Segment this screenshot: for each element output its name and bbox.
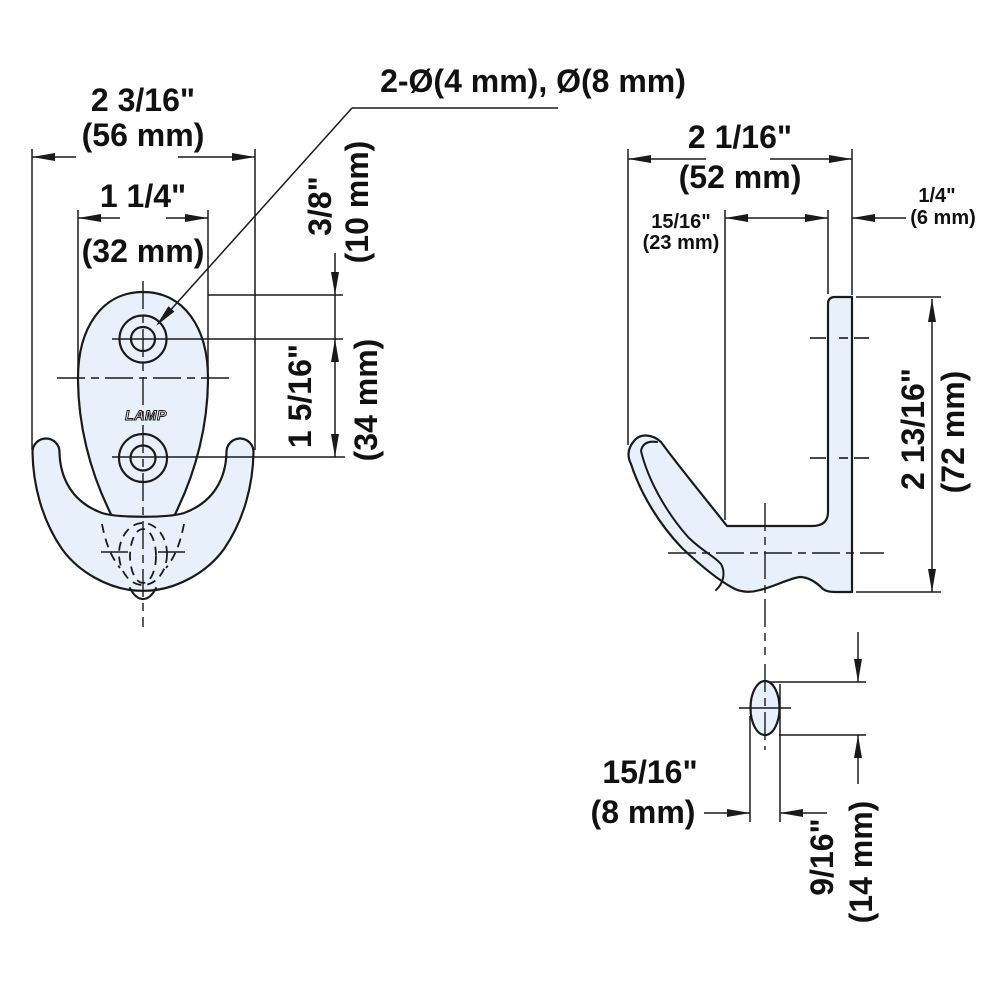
dim-hole-pitch-in: 1 5/16"	[282, 344, 318, 448]
arrowhead	[232, 153, 255, 161]
front-view: LAMP	[31, 281, 255, 627]
arrowhead	[780, 809, 803, 817]
side-profile-outline	[627, 295, 854, 594]
callout-text: 2-Ø(4 mm), Ø(8 mm)	[380, 63, 686, 99]
arrowhead	[78, 214, 101, 222]
dim-top-hole-offset-in: 3/8"	[302, 176, 338, 236]
arrowhead	[628, 155, 651, 163]
callout-leader-line	[157, 107, 353, 325]
dim-overall-depth-in: 2 1/16"	[688, 119, 792, 155]
front-hidden-plate-edge-left	[101, 523, 121, 569]
front-hook-band	[31, 437, 255, 592]
dim-overall-width-in: 2 3/16"	[91, 82, 195, 118]
arrowhead	[852, 214, 875, 222]
dim-tip-depth-in: 9/16"	[804, 818, 840, 895]
arrowhead	[854, 659, 862, 682]
dim-tip-width-mm: (8 mm)	[591, 794, 696, 830]
dim-hook-depth-mm: (23 mm)	[643, 232, 720, 254]
arrowhead	[725, 214, 748, 222]
dim-plate-width-in: 1 1/4"	[100, 178, 186, 214]
dim-hook-depth-in: 15/16"	[651, 211, 711, 233]
dim-overall-width-mm: (56 mm)	[82, 117, 205, 153]
front-hidden-plate-edge-right	[165, 523, 185, 569]
dim-hole-pitch-mm: (34 mm)	[348, 339, 384, 462]
arrowhead	[331, 272, 339, 295]
front-hook-tip-bump	[129, 587, 157, 601]
dim-overall-depth-mm: (52 mm)	[679, 159, 802, 195]
side-hook-inner-edge	[639, 440, 725, 591]
dim-top-hole-offset-mm: (10 mm)	[339, 141, 375, 264]
arrowhead	[829, 155, 852, 163]
side-view	[627, 295, 884, 655]
arrowhead	[185, 214, 208, 222]
dim-overall-height-mm: (72 mm)	[935, 371, 971, 494]
arrowhead	[854, 735, 862, 758]
arrowhead	[928, 569, 936, 592]
bottom-view	[739, 664, 791, 750]
arrowhead	[928, 299, 936, 322]
arrowhead	[727, 809, 750, 817]
dim-plate-thickness-mm: (6 mm)	[910, 207, 976, 229]
dim-plate-width-mm: (32 mm)	[82, 233, 205, 269]
bottom-dimensions: 15/16" (8 mm) 9/16" (14 mm)	[591, 632, 879, 923]
dim-tip-width-in: 15/16"	[602, 754, 697, 790]
arrowhead	[331, 434, 339, 457]
arrowhead	[156, 306, 175, 326]
arrowhead	[32, 153, 55, 161]
front-hidden-tip-outer	[118, 522, 168, 586]
arrowhead	[805, 214, 828, 222]
dim-plate-thickness-in: 1/4"	[918, 185, 955, 207]
dim-overall-height-in: 2 13/16"	[895, 368, 931, 490]
dim-tip-depth-mm: (14 mm)	[843, 801, 879, 924]
front-dimensions: 2 3/16" (56 mm) 1 1/4" (32 mm) 3/8" (10 …	[31, 82, 384, 462]
side-dimensions: 2 1/16" (52 mm) 15/16" (23 mm) 1/4" (6 m…	[627, 119, 976, 593]
arrowhead	[331, 339, 339, 362]
lamp-logo: LAMP	[125, 407, 167, 423]
hole-callout: 2-Ø(4 mm), Ø(8 mm)	[156, 63, 686, 326]
